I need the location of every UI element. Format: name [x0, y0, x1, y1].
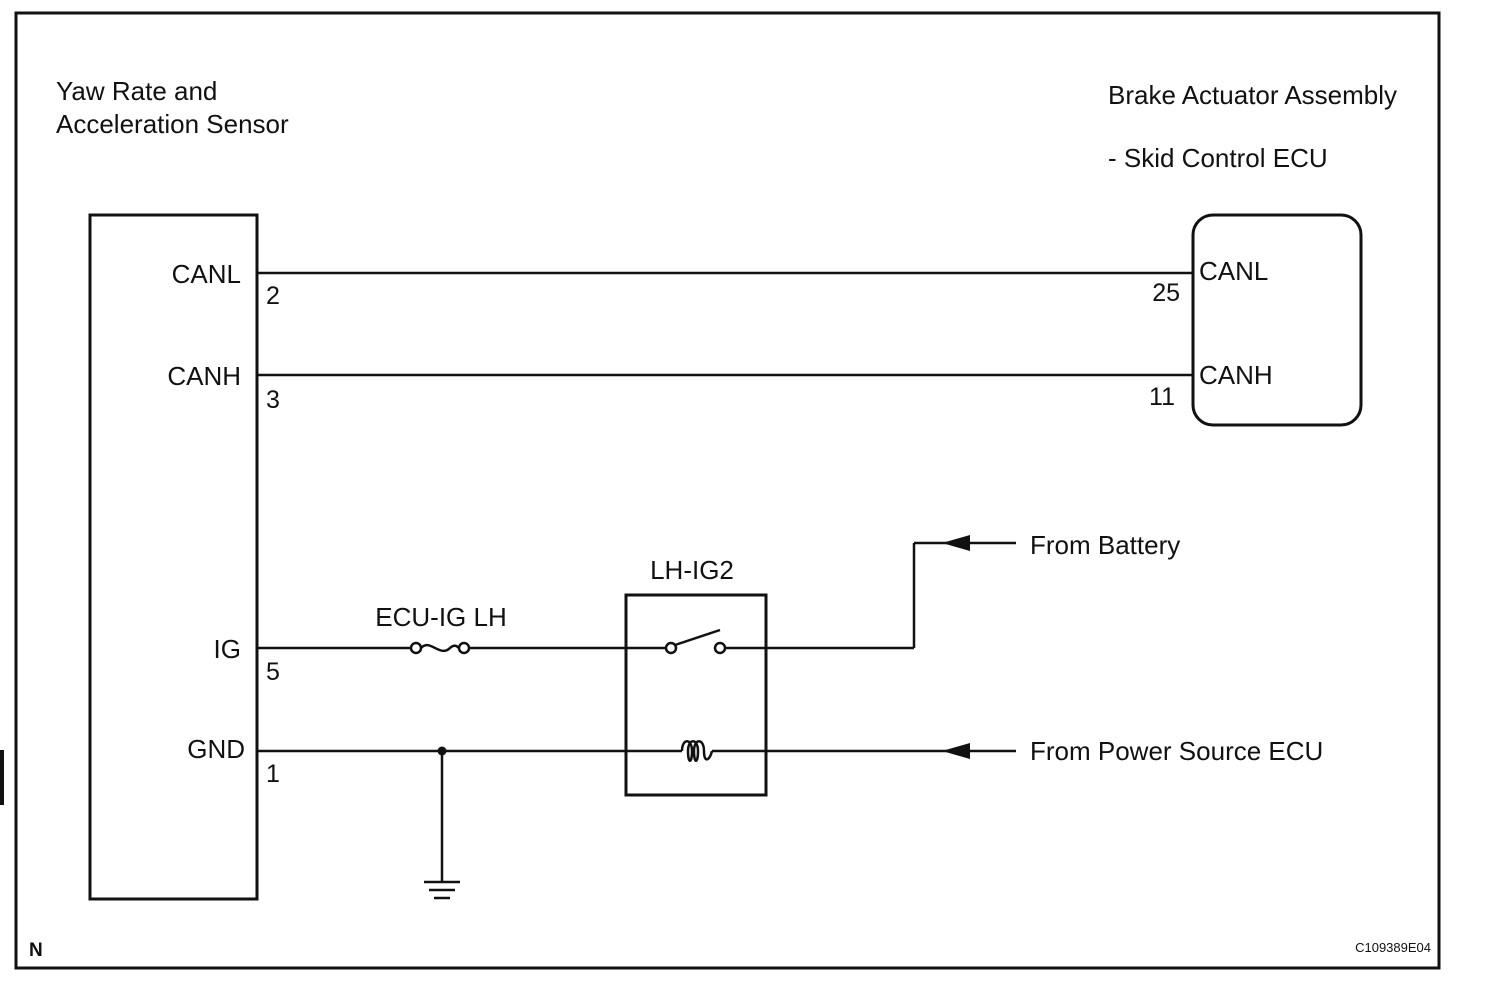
ecu-pin-canh-number: 11 — [1149, 383, 1175, 411]
relay-switch-symbol — [664, 628, 727, 655]
sensor-pin-gnd-number: 1 — [266, 760, 280, 788]
sensor-pin-ig-number: 5 — [266, 658, 280, 686]
ecu-pin-canl-name: CANL — [1199, 256, 1268, 286]
fuse-symbol — [409, 641, 471, 655]
relay-coil-symbol — [680, 740, 714, 762]
sensor-pin-canl-number: 2 — [266, 282, 280, 310]
ground-icon — [424, 880, 460, 900]
sensor-title-line1: Yaw Rate and — [56, 76, 217, 106]
sensor-pin-canh-number: 3 — [266, 386, 280, 414]
battery-arrow-icon — [942, 535, 970, 551]
ecu-box — [1191, 213, 1363, 427]
ecu-pin-canl-number: 25 — [1152, 279, 1180, 307]
figure-code: C109389E04 — [1355, 940, 1431, 955]
ecu-title-line2: - Skid Control ECU — [1108, 143, 1328, 173]
footer-mark: N — [29, 940, 43, 961]
relay-label: LH-IG2 — [650, 555, 734, 585]
sensor-pin-canh-name: CANH — [167, 361, 241, 391]
battery-source-label: From Battery — [1030, 530, 1180, 560]
power-source-arrow-icon — [942, 743, 970, 759]
ecu-title-line1: Brake Actuator Assembly — [1108, 80, 1397, 110]
sensor-pin-ig-name: IG — [214, 634, 241, 664]
sensor-box — [88, 213, 259, 901]
relay-box — [624, 593, 768, 797]
sensor-pin-gnd-name: GND — [187, 734, 245, 764]
fuse-label: ECU-IG LH — [375, 602, 506, 632]
power-source-label: From Power Source ECU — [1030, 736, 1323, 766]
ecu-pin-canh-name: CANH — [1199, 360, 1273, 390]
sensor-title-line2: Acceleration Sensor — [56, 109, 289, 139]
edge-mark — [0, 750, 4, 805]
sensor-pin-canl-name: CANL — [172, 259, 241, 289]
diagram-frame — [14, 11, 1441, 970]
